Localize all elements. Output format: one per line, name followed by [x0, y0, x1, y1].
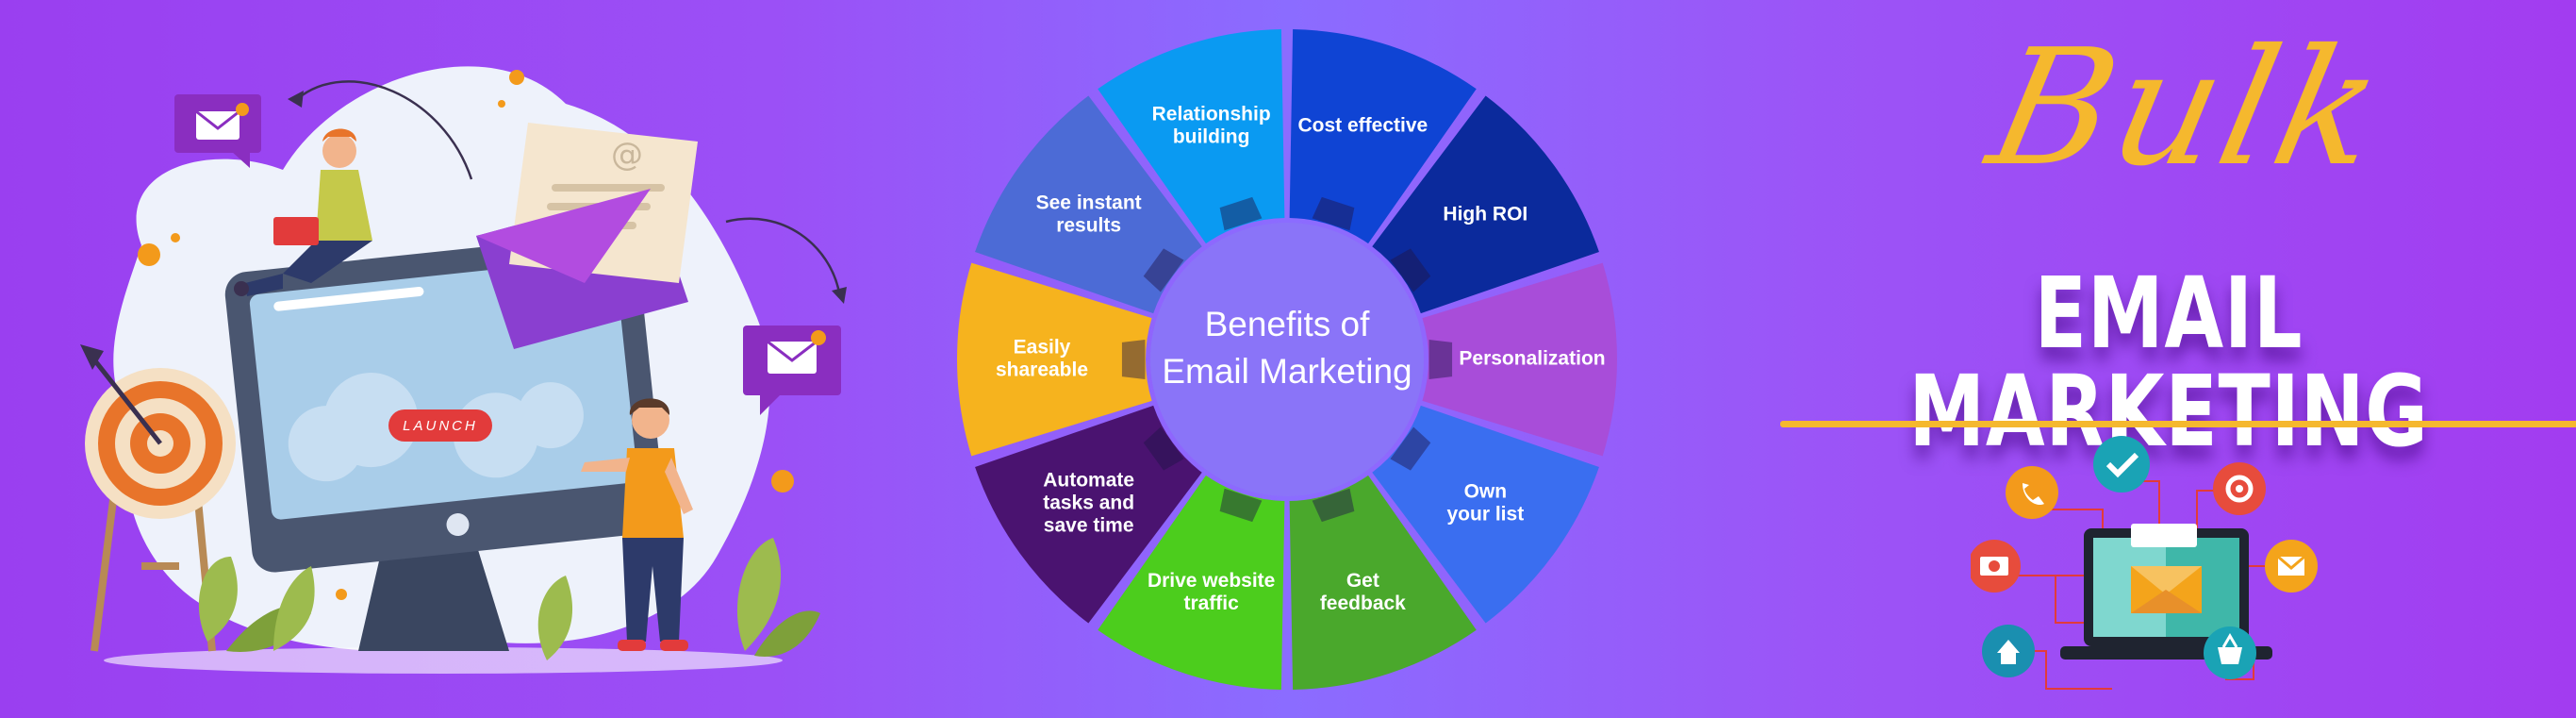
- plant-decoration: [198, 557, 315, 652]
- gear-tooth: [1219, 196, 1263, 231]
- curved-arrow: [296, 80, 473, 180]
- wheel-segment-label: Own: [1464, 480, 1508, 502]
- wheel-segment-label: your list: [1447, 503, 1525, 525]
- decor-dot: [771, 470, 794, 493]
- wheel-segment: [1372, 405, 1599, 624]
- wheel-segment-label: building: [1173, 125, 1250, 147]
- gear-tooth: [1121, 340, 1146, 379]
- basket-icon: [2204, 626, 2256, 679]
- wheel-segment-label: feedback: [1320, 593, 1406, 614]
- wheel-segment-label: See instant: [1036, 192, 1142, 214]
- wheel-segment: [1098, 475, 1285, 690]
- wheel-segment-label: Drive website: [1148, 570, 1275, 592]
- home-icon: [1982, 625, 2035, 677]
- wheel-segment: [975, 95, 1202, 314]
- message-bubble-icon: [743, 326, 841, 415]
- launch-text: LAUNCH: [403, 418, 478, 434]
- wheel-segment: [1422, 262, 1617, 457]
- money-icon: [1971, 540, 2021, 593]
- decor-dot: [171, 233, 180, 242]
- title-block: Bulk EMAIL MARKETING: [1754, 0, 2576, 718]
- gear-icon: [2213, 462, 2266, 515]
- wheel-segment-label: Cost effective: [1297, 114, 1428, 136]
- gear-tooth: [1219, 488, 1263, 523]
- marketing-illustration: LAUNCH @: [0, 0, 867, 718]
- gear-tooth: [1390, 426, 1431, 471]
- title-underline: [1780, 421, 2576, 427]
- wheel-segment-label: results: [1056, 215, 1121, 237]
- gear-tooth: [1390, 248, 1431, 292]
- check-icon: [2093, 436, 2150, 493]
- wheel-segment-label: save time: [1044, 514, 1134, 536]
- gear-tooth: [1312, 196, 1355, 231]
- svg-text:@: @: [611, 136, 643, 174]
- wheel-segment-label: shareable: [996, 359, 1088, 381]
- phone-icon: [2006, 466, 2058, 519]
- wheel-segment-label: tasks and: [1043, 492, 1134, 513]
- decor-dot: [336, 589, 347, 600]
- wheel-segment: [957, 262, 1152, 457]
- wheel-segment-label: Relationship: [1152, 103, 1271, 125]
- gear-tooth: [1312, 488, 1355, 523]
- gear-tooth: [1143, 426, 1184, 471]
- wheel-segment: [1098, 29, 1285, 244]
- message-bubble-icon: [174, 94, 261, 168]
- decor-dot: [498, 100, 505, 108]
- envelope-icon: [2265, 540, 2318, 593]
- title-script: Bulk: [1975, 15, 2400, 202]
- wheel-segment-label: Easily: [1014, 337, 1071, 359]
- person-sitting: [234, 128, 372, 296]
- target-icon: [80, 344, 236, 652]
- wheel-segment-label: High ROI: [1443, 204, 1527, 225]
- wheel-segment-label: traffic: [1183, 593, 1239, 614]
- wheel-center-title-line2: Email Marketing: [1162, 352, 1412, 391]
- wheel-center-title-line1: Benefits of: [1205, 305, 1371, 343]
- wheel-segment-label: Personalization: [1459, 348, 1605, 370]
- launch-button-graphic: LAUNCH: [388, 409, 492, 442]
- decor-dot: [138, 243, 160, 266]
- wheel-segment: [975, 405, 1202, 624]
- gear-tooth: [1428, 340, 1453, 379]
- person-standing: [581, 398, 693, 651]
- wheel-segment: [1372, 95, 1599, 314]
- ground-shadow: [104, 647, 783, 674]
- curved-arrow: [725, 217, 841, 293]
- wheel-segment-label: Automate: [1043, 469, 1134, 491]
- wheel-segment: [1289, 29, 1477, 244]
- gear-tooth: [1143, 248, 1184, 292]
- laptop-graphic: [2060, 524, 2272, 660]
- title-main: EMAIL MARKETING: [1908, 256, 2429, 469]
- wheel-segment-label: Get: [1346, 570, 1379, 592]
- wheel-segment: [1289, 475, 1477, 690]
- envelope-graphic: @: [476, 123, 698, 349]
- wheel-center-disc: [1150, 223, 1424, 496]
- decor-dot: [509, 70, 524, 85]
- laptop-icons-illustration: [1971, 436, 2318, 690]
- plant-decoration: [537, 538, 820, 660]
